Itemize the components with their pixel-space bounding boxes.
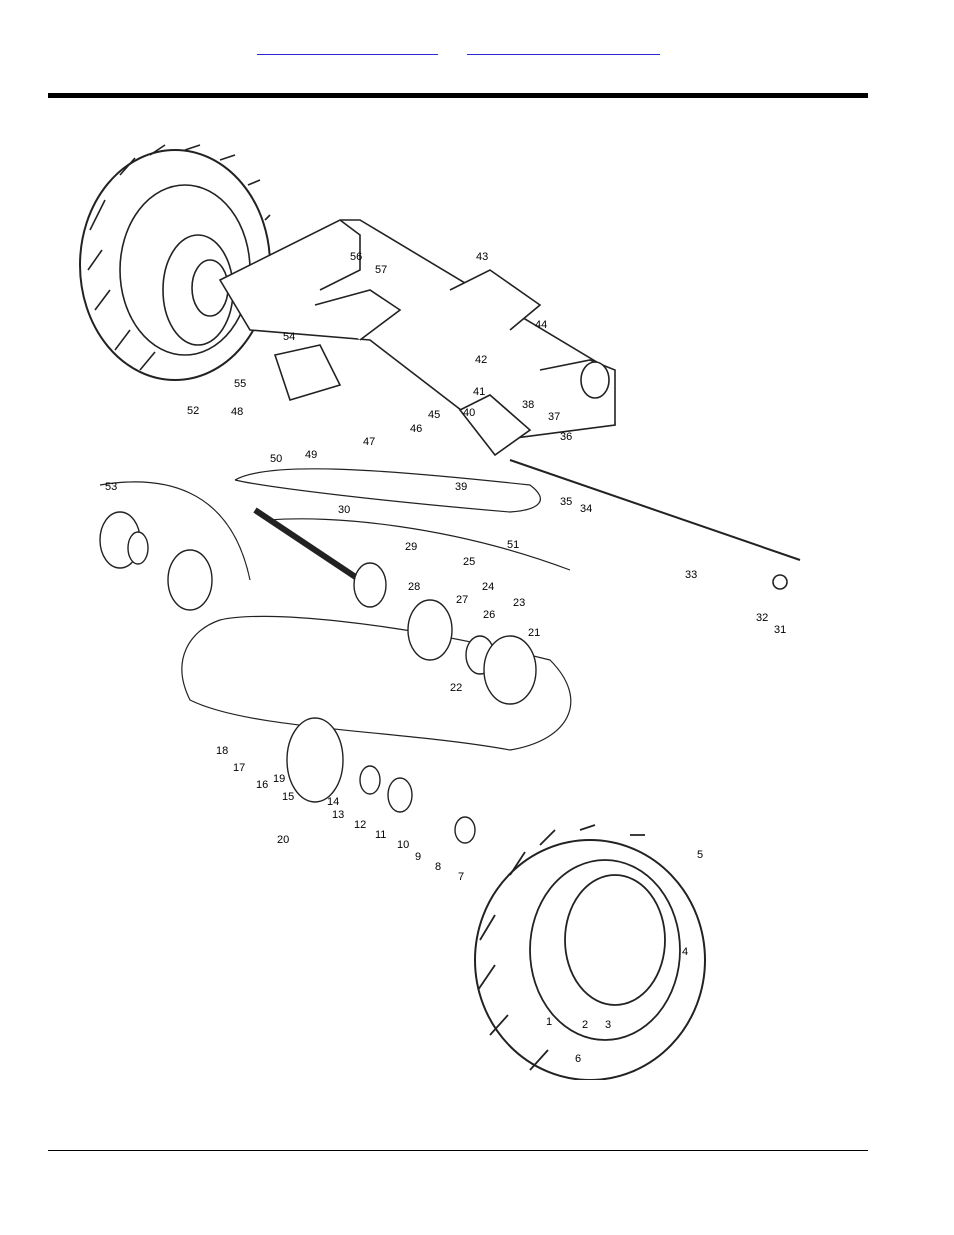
svg-text:49: 49 <box>305 449 317 461</box>
hub-components <box>99 507 537 844</box>
svg-text:9: 9 <box>415 851 421 863</box>
svg-text:47: 47 <box>363 436 375 448</box>
svg-text:5: 5 <box>697 849 703 861</box>
svg-text:8: 8 <box>435 861 441 873</box>
svg-text:31: 31 <box>774 624 786 636</box>
svg-text:1: 1 <box>546 1016 552 1028</box>
svg-text:21: 21 <box>528 627 540 639</box>
svg-text:52: 52 <box>187 405 199 417</box>
svg-text:55: 55 <box>234 378 246 390</box>
svg-text:42: 42 <box>475 354 487 366</box>
svg-text:56: 56 <box>350 251 362 263</box>
svg-text:20: 20 <box>277 834 289 846</box>
svg-text:10: 10 <box>397 839 409 851</box>
svg-text:4: 4 <box>682 946 688 958</box>
svg-text:44: 44 <box>535 319 547 331</box>
svg-text:30: 30 <box>338 504 350 516</box>
svg-text:12: 12 <box>354 819 366 831</box>
front-wheel-assembly <box>474 824 706 1081</box>
svg-text:25: 25 <box>463 556 475 568</box>
svg-text:11: 11 <box>375 829 386 841</box>
svg-text:32: 32 <box>756 612 768 624</box>
svg-text:35: 35 <box>560 496 572 508</box>
svg-text:50: 50 <box>270 453 282 465</box>
svg-text:40: 40 <box>463 407 475 419</box>
rear-wheel-assembly <box>79 144 271 381</box>
svg-text:26: 26 <box>483 609 495 621</box>
svg-text:14: 14 <box>327 796 339 808</box>
svg-text:29: 29 <box>405 541 417 553</box>
svg-text:41: 41 <box>473 386 485 398</box>
svg-text:51: 51 <box>507 539 519 551</box>
svg-text:19: 19 <box>273 773 285 785</box>
svg-text:22: 22 <box>450 682 462 694</box>
group-boundary-lines <box>99 468 572 751</box>
svg-text:45: 45 <box>428 409 440 421</box>
svg-text:13: 13 <box>332 809 344 821</box>
header-link-1[interactable] <box>257 40 438 55</box>
svg-text:43: 43 <box>476 251 488 263</box>
svg-text:17: 17 <box>233 762 245 774</box>
svg-text:16: 16 <box>256 779 268 791</box>
svg-text:18: 18 <box>216 745 228 757</box>
svg-text:24: 24 <box>482 581 494 593</box>
svg-text:33: 33 <box>685 569 697 581</box>
header-rule <box>48 93 868 98</box>
svg-text:3: 3 <box>605 1019 611 1031</box>
svg-text:15: 15 <box>282 791 294 803</box>
svg-text:28: 28 <box>408 581 420 593</box>
svg-text:27: 27 <box>456 594 468 606</box>
footer-rule <box>48 1150 868 1151</box>
svg-text:7: 7 <box>458 871 464 883</box>
svg-text:6: 6 <box>575 1053 581 1065</box>
svg-text:38: 38 <box>522 399 534 411</box>
svg-text:48: 48 <box>231 406 243 418</box>
svg-text:34: 34 <box>580 503 592 515</box>
svg-text:2: 2 <box>582 1019 588 1031</box>
svg-text:53: 53 <box>105 481 117 493</box>
svg-text:57: 57 <box>375 264 387 276</box>
svg-text:36: 36 <box>560 431 572 443</box>
axle-frame <box>218 219 801 590</box>
header-link-2[interactable] <box>467 40 660 55</box>
svg-text:46: 46 <box>410 423 422 435</box>
svg-text:37: 37 <box>548 411 560 423</box>
svg-text:54: 54 <box>283 331 295 343</box>
svg-text:39: 39 <box>455 481 467 493</box>
svg-text:23: 23 <box>513 597 525 609</box>
